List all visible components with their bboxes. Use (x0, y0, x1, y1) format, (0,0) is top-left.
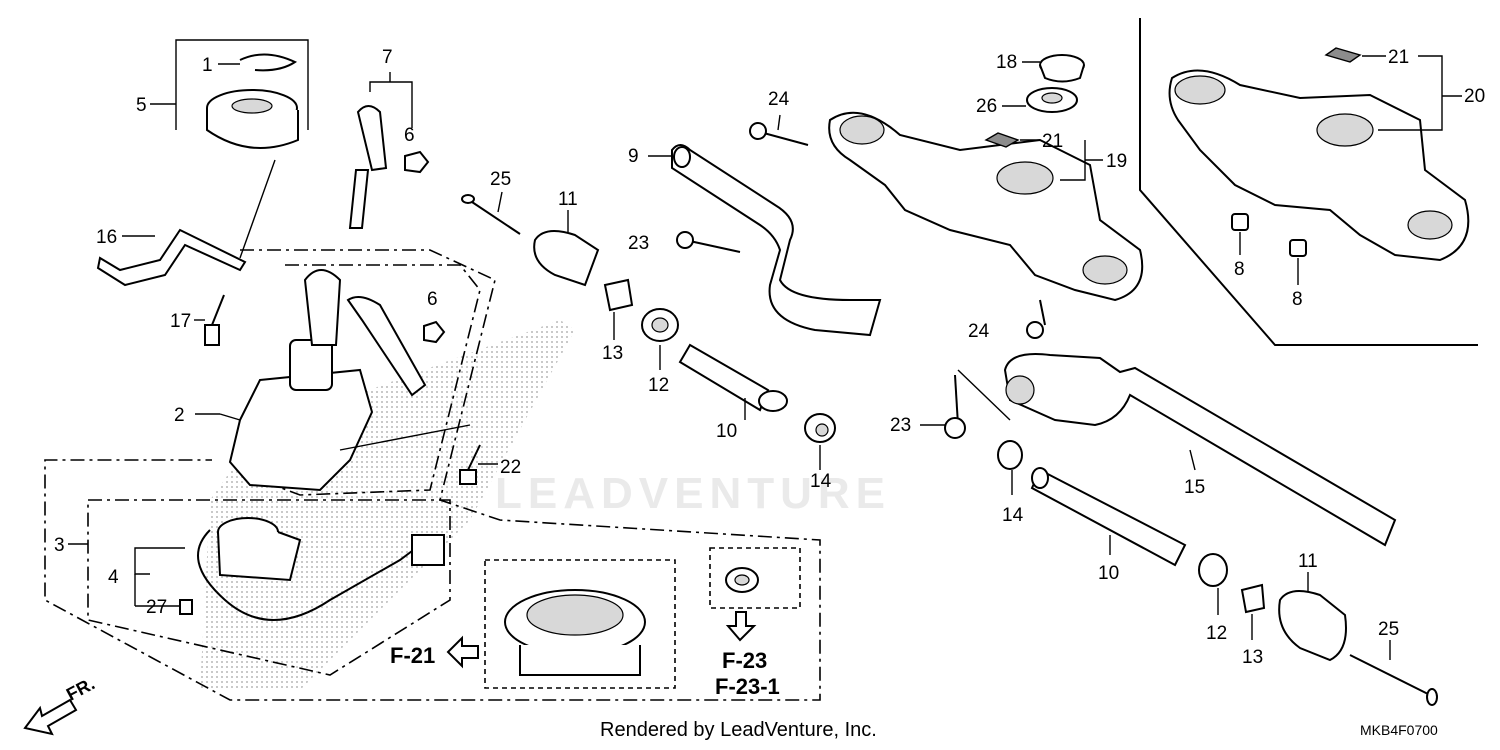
part-17-screw (204, 324, 220, 346)
part-11-weight (533, 230, 600, 287)
bolt-box (709, 547, 801, 609)
callout-3: 3 (54, 535, 65, 556)
part-24-bolt-mid (1039, 299, 1046, 326)
callout-6a: 6 (404, 125, 415, 146)
callout-19: 19 (1106, 151, 1128, 172)
part-10-rod-right (1030, 468, 1187, 567)
part-10-rod (678, 343, 770, 412)
part-13-collar-right (1240, 583, 1266, 614)
part-1-clip (239, 53, 298, 72)
callout-14a: 14 (810, 471, 832, 492)
shading-area (200, 320, 575, 690)
callout-13b: 13 (1242, 647, 1264, 668)
callout-10a: 10 (716, 421, 738, 442)
part-24-bolt-top (759, 131, 809, 146)
callout-9: 9 (628, 146, 639, 167)
part-25-screw (471, 201, 521, 235)
arrow-f21 (446, 635, 479, 669)
part-21-washer-b (1324, 47, 1362, 63)
callout-12b: 12 (1206, 623, 1228, 644)
part-22-bolt (459, 469, 477, 485)
part-2-ignition-switch (228, 368, 374, 492)
callout-23b: 23 (890, 415, 912, 436)
callout-27: 27 (146, 597, 168, 618)
part-9-handlebar (671, 144, 882, 337)
ref-f23: F-23 (722, 648, 768, 673)
part-20-top-bridge (1168, 69, 1470, 262)
part-14-nut-right (997, 440, 1023, 470)
callout-12a: 12 (648, 375, 670, 396)
callout-11b: 11 (1298, 551, 1318, 572)
callout-25a: 25 (490, 169, 512, 190)
ref-f23-1: F-23-1 (715, 674, 780, 699)
part-8-bushing-b (1289, 239, 1307, 257)
part-12-rubber-right (1198, 553, 1228, 587)
watermark: LEADVENTURE (495, 469, 892, 518)
part-6-nut (404, 150, 430, 174)
part-7-key (356, 105, 388, 172)
callout-5: 5 (136, 95, 147, 116)
part-23-bolt (684, 239, 741, 253)
callout-14b: 14 (1002, 505, 1024, 526)
callout-7: 7 (382, 47, 393, 68)
part-21-washer (984, 132, 1020, 148)
part-23-bolt-right (954, 374, 959, 426)
callout-15: 15 (1184, 477, 1206, 498)
callout-24a: 24 (768, 89, 790, 110)
fuel-cap-box (484, 559, 676, 689)
group-outline-3 (87, 499, 451, 676)
callout-18: 18 (996, 52, 1018, 73)
callout-1: 1 (202, 55, 213, 76)
callout-22: 22 (500, 457, 522, 478)
part-16-bracket (96, 228, 247, 287)
callout-25b: 25 (1378, 619, 1400, 640)
group-outline-2 (44, 249, 821, 701)
part-11-weight-right (1278, 590, 1347, 662)
callout-17: 17 (170, 311, 192, 332)
callout-8b: 8 (1292, 289, 1303, 310)
group-bracket-5 (175, 39, 309, 130)
part-27-screw (179, 599, 193, 615)
front-arrow (23, 698, 78, 736)
callout-20: 20 (1464, 86, 1486, 107)
part-15-handlebar (1003, 353, 1397, 547)
arrow-f23 (725, 611, 757, 642)
callout-16: 16 (96, 227, 118, 248)
part-25-screw-right (1349, 654, 1431, 696)
callout-8a: 8 (1234, 259, 1245, 280)
callout-6b: 6 (427, 289, 438, 310)
callout-13a: 13 (602, 343, 624, 364)
group-outline-inner (259, 264, 481, 496)
ref-f21: F-21 (390, 643, 436, 668)
callout-2: 2 (174, 405, 185, 426)
callout-24b: 24 (968, 321, 990, 342)
rendered-by-credit: Rendered by LeadVenture, Inc. (600, 719, 877, 741)
callout-21b: 21 (1388, 47, 1410, 68)
callout-23a: 23 (628, 233, 650, 254)
part-13-collar (603, 278, 634, 312)
callout-26: 26 (976, 96, 998, 117)
callout-10b: 10 (1098, 563, 1120, 584)
callout-4: 4 (108, 567, 119, 588)
group-outline-20 (1139, 18, 1478, 346)
callout-11a: 11 (558, 189, 578, 210)
part-8-bushing (1231, 213, 1249, 231)
part-6-nut-b (423, 320, 446, 344)
diagram-code: MKB4F0700 (1360, 722, 1438, 738)
callout-21a: 21 (1042, 131, 1064, 152)
